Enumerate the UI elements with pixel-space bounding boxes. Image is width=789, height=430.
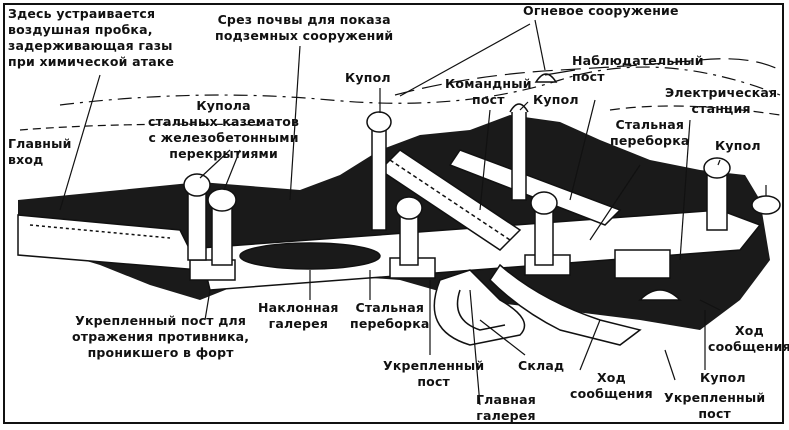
label-warehouse: Склад (518, 358, 565, 373)
label-air-lock: Здесь устраивается воздушная пробка, зад… (8, 6, 175, 69)
label-main-entrance: Главный вход (8, 136, 72, 167)
landscape-lines (19, 58, 781, 131)
label-steel-bulkhead-upper: Стальная переборка (610, 117, 690, 148)
dome-bottom-right-shape (638, 289, 682, 301)
label-dome-left: Купол (345, 70, 391, 85)
label-communication-passage-center: Ход сообщения (570, 370, 653, 401)
gallery-slab (199, 209, 762, 291)
label-communication-passage-right: Ход сообщения (708, 323, 789, 354)
turret-dome-left (366, 111, 392, 231)
label-command-post: Командный пост (445, 76, 532, 107)
label-fortified-post-center: Укрепленный пост (383, 358, 485, 389)
turret-left-2 (395, 196, 423, 266)
label-fire-structure: Огневое сооружение (523, 3, 679, 18)
label-soil-cut: Срез почвы для показа подземных сооружен… (215, 12, 394, 43)
label-inclined-gallery: Наклонная галерея (258, 300, 339, 331)
turret-center (530, 191, 558, 266)
observation-dome (751, 195, 781, 215)
power-station-block (614, 249, 671, 279)
turrets (183, 73, 781, 266)
label-steel-casemate-domes: Купола стальных казематов с железобетонн… (148, 98, 300, 161)
turret-casemate-1 (183, 173, 211, 261)
leader-lines (59, 19, 767, 406)
label-main-gallery: Главная галерея (476, 392, 536, 423)
communication-passage (489, 263, 642, 346)
turret-casemate-2 (207, 188, 237, 266)
label-power-station: Электрическая станция (665, 85, 778, 116)
turret-right (703, 157, 731, 231)
label-fortified-post-left: Укрепленный пост для отражения противник… (72, 313, 250, 360)
label-dome-center: Купол (533, 92, 579, 107)
label-fortified-post-right: Укрепленный пост (664, 390, 766, 421)
label-steel-bulkhead-lower: Стальная переборка (350, 300, 430, 331)
label-dome-right: Купол (715, 138, 761, 153)
label-dome-bottom-right: Купол (700, 370, 746, 385)
inclined-gallery (239, 242, 381, 270)
label-observation-post: Наблюдательный пост (572, 53, 704, 84)
turret-command (509, 103, 529, 201)
ribbed-tunnel (448, 149, 622, 226)
